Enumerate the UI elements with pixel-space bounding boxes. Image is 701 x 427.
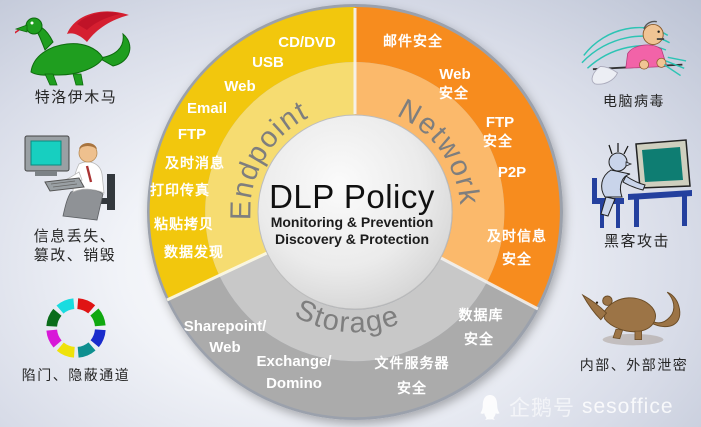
seam-storage-endpoint	[166, 251, 268, 302]
storage-item: Domino	[266, 375, 322, 392]
hacker-computer-icon	[592, 139, 692, 228]
dlp-policy-subtitle-2: Discovery & Protection	[275, 231, 429, 247]
endpoint-item: CD/DVD	[278, 34, 336, 51]
network-item: Web	[439, 66, 470, 83]
colored-arrows-ring-icon	[46, 298, 106, 358]
threat-label-leak: 内部、外部泄密	[579, 357, 689, 373]
threat-card-covert-channel: 陷门、隐蔽通道	[14, 288, 138, 385]
dragon-icon	[15, 11, 131, 86]
network-wedge-outer	[355, 7, 560, 308]
endpoint-item: FTP	[178, 126, 206, 143]
endpoint-items: CD/DVD USB Web Email FTP 及时消息 打印传真 粘贴拷贝 …	[150, 34, 336, 260]
watermark: 企鹅号 sesoffice	[478, 392, 674, 422]
threat-label-covert-channel: 陷门、隐蔽通道	[21, 367, 131, 383]
endpoint-item: Web	[224, 78, 255, 95]
network-item: 及时信息	[487, 228, 547, 244]
storage-item: Exchange/	[256, 353, 332, 370]
threat-card-leak: 内部、外部泄密	[570, 272, 698, 375]
storage-wedge-outer	[169, 275, 536, 418]
seam-network-storage	[440, 256, 539, 311]
threat-card-virus: 电脑病毒	[570, 8, 698, 111]
threat-label-info-loss: 信息丢失、 篡改、销毁	[33, 228, 117, 264]
threat-card-hacker: 黑客攻击	[574, 136, 700, 251]
endpoint-item: Email	[187, 100, 227, 117]
endpoint-wedge-inner	[205, 62, 355, 275]
endpoint-item: USB	[252, 54, 284, 71]
network-item: FTP	[486, 114, 514, 131]
watermark-platform: 企鹅号	[509, 397, 575, 420]
threat-label-trojan: 特洛伊木马	[34, 89, 118, 106]
endpoint-wedge-outer	[149, 6, 355, 299]
dlp-policy-subtitle-1: Monitoring & Prevention	[271, 214, 434, 230]
network-item: 安全	[439, 85, 469, 101]
endpoint-item: 打印传真	[150, 182, 210, 198]
storage-item: 安全	[397, 380, 427, 396]
threat-card-info-loss: 信息丢失、 篡改、销毁	[10, 130, 140, 265]
network-item: 安全	[502, 251, 532, 267]
network-item: 安全	[483, 133, 513, 149]
storage-item: Sharepoint/	[184, 318, 267, 335]
network-items: 邮件安全 Web 安全 FTP 安全 P2P 及时信息 安全	[383, 33, 547, 267]
sneezing-man-icon	[581, 20, 687, 85]
network-item: 邮件安全	[383, 33, 443, 49]
wheel-center-hub	[257, 114, 453, 310]
threat-label-hacker: 黑客攻击	[603, 233, 670, 250]
storage-item: Web	[209, 339, 240, 356]
endpoint-item: 数据发现	[164, 244, 224, 260]
threat-card-trojan: 特洛伊木马	[10, 2, 142, 107]
storage-wedge-inner	[219, 253, 487, 362]
endpoint-item: 及时消息	[165, 155, 225, 171]
threat-label-virus: 电脑病毒	[603, 93, 665, 109]
watermark-account: sesoffice	[582, 395, 674, 418]
dlp-policy-title: DLP Policy	[269, 178, 435, 215]
endpoint-item: 粘贴拷贝	[154, 216, 214, 232]
person-computer-icon	[24, 135, 115, 221]
storage-item: 文件服务器	[375, 355, 450, 371]
storage-item: 数据库	[459, 307, 504, 323]
storage-item: 安全	[464, 331, 494, 347]
network-item: P2P	[498, 164, 526, 181]
storage-items: Sharepoint/ Web Exchange/ Domino 文件服务器 安…	[184, 307, 504, 396]
network-wedge-inner	[355, 62, 505, 282]
penguin-icon	[480, 394, 500, 420]
rat-icon	[581, 291, 681, 346]
